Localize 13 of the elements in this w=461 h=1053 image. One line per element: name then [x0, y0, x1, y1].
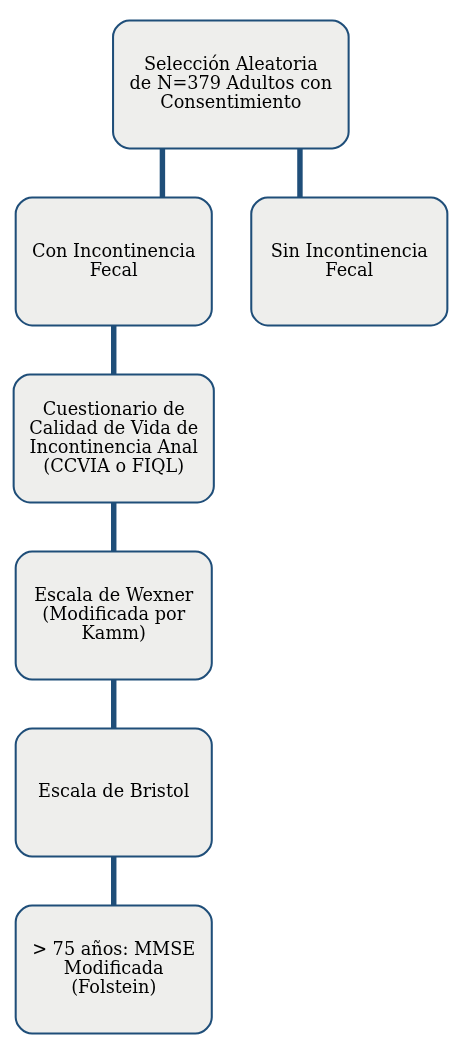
- node-box: Escala de Bristol: [14, 727, 213, 858]
- connector: [111, 325, 117, 374]
- node-box: Selección Aleatoria de N=379 Adultos con Consentimiento: [112, 18, 350, 149]
- node-box: Cuestionario de Calidad de Vida de Incontinencia Anal (CCVIA o FIQL): [12, 372, 215, 503]
- connector: [159, 148, 166, 197]
- connector: [297, 148, 303, 197]
- node-box: Escala de Wexner (Modificada por Kamm): [14, 550, 213, 681]
- connector: [111, 679, 117, 728]
- node-box: Sin Incontinencia Fecal: [250, 195, 449, 326]
- node-box: Con Incontinencia Fecal: [14, 195, 213, 326]
- connector: [111, 856, 117, 905]
- node-box: > 75 años: MMSE Modificada (Folstein): [14, 904, 213, 1035]
- connector: [111, 502, 117, 551]
